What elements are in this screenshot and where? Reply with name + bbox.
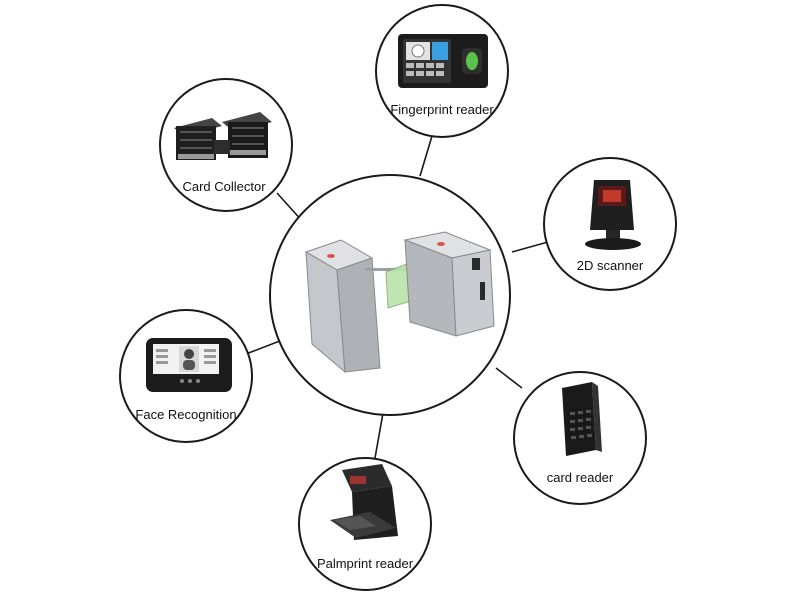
node-label: Palmprint reader [317, 556, 414, 571]
link-card-reader [495, 367, 523, 389]
palm-reader-icon [330, 464, 398, 540]
connectors [245, 135, 549, 459]
node-label: Face Recognition [135, 407, 236, 422]
node-card-reader: card reader [513, 371, 647, 505]
node-face-recognition: Face Recognition [119, 309, 253, 443]
center-node [269, 174, 511, 416]
node-2d-scanner: 2D scanner [543, 157, 677, 291]
fingerprint-terminal-icon [398, 34, 488, 88]
node-card-collector: Card Collector [159, 78, 293, 212]
node-label: card reader [547, 470, 614, 485]
card-collector-icon [174, 112, 272, 160]
node-palmprint-reader: Palmprint reader [298, 457, 432, 591]
node-label: Card Collector [182, 179, 266, 194]
card-reader-icon [562, 382, 602, 456]
node-label: 2D scanner [577, 258, 644, 273]
barcode-scanner-icon [585, 180, 641, 250]
face-terminal-icon [146, 338, 232, 392]
node-fingerprint-reader: Fingerprint reader [375, 4, 509, 138]
link-palmprint [374, 412, 384, 459]
link-2d-scanner [511, 241, 549, 253]
node-label: Fingerprint reader [390, 102, 494, 117]
swing-turnstile-gate-icon [304, 231, 495, 374]
link-fingerprint [419, 135, 433, 177]
